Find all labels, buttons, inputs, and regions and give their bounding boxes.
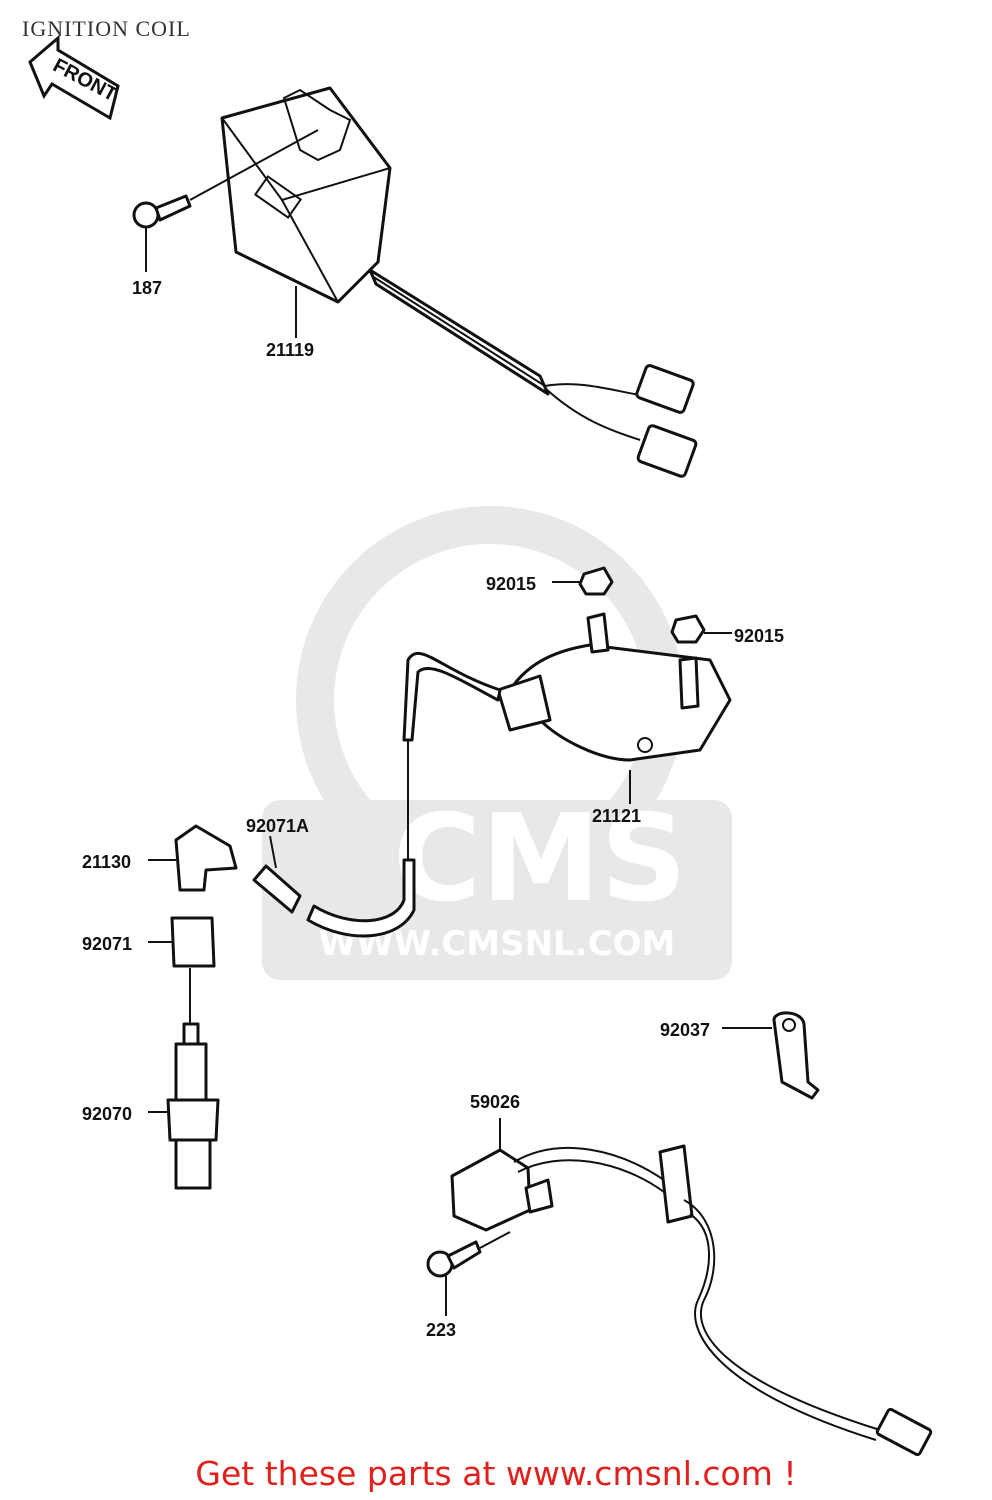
nut-92015-icon — [552, 566, 732, 644]
part-label: 21119 — [266, 340, 314, 360]
part-label: 187 — [132, 278, 162, 298]
part-label: 92071A — [246, 816, 309, 836]
part-label: 21130 — [82, 852, 131, 872]
part-label: 92015 — [486, 574, 536, 594]
front-arrow-icon: FRONT — [28, 34, 120, 121]
part-label: 92070 — [82, 1104, 132, 1124]
regulator-harness — [450, 1118, 933, 1457]
ignition-coil — [306, 612, 732, 938]
cap-92071a-icon — [252, 835, 302, 914]
part-label: 21121 — [592, 806, 641, 826]
bolt-187-icon — [132, 129, 319, 229]
page-title: IGNITION COIL — [22, 16, 191, 41]
cap-92071-icon — [148, 916, 216, 1024]
plug-cap-21130-icon — [148, 824, 238, 892]
spark-plug-icon — [148, 1022, 220, 1190]
footer-link-text[interactable]: Get these parts at www.cmsnl.com ! — [195, 1454, 797, 1493]
screw-223-icon — [426, 1231, 511, 1316]
bracket-92037-icon — [722, 1011, 820, 1100]
part-label: 223 — [426, 1320, 456, 1340]
watermark-logo: CMS — [393, 790, 687, 929]
cdi-unit — [220, 86, 698, 478]
part-label: 92037 — [660, 1020, 710, 1040]
part-label: 92015 — [734, 626, 784, 646]
part-labels: 187 21119 92015 92015 21121 92071A 21130… — [82, 278, 784, 1340]
part-label: 92071 — [82, 934, 132, 954]
leader-lines — [145, 228, 631, 804]
part-label: 59026 — [470, 1092, 520, 1112]
